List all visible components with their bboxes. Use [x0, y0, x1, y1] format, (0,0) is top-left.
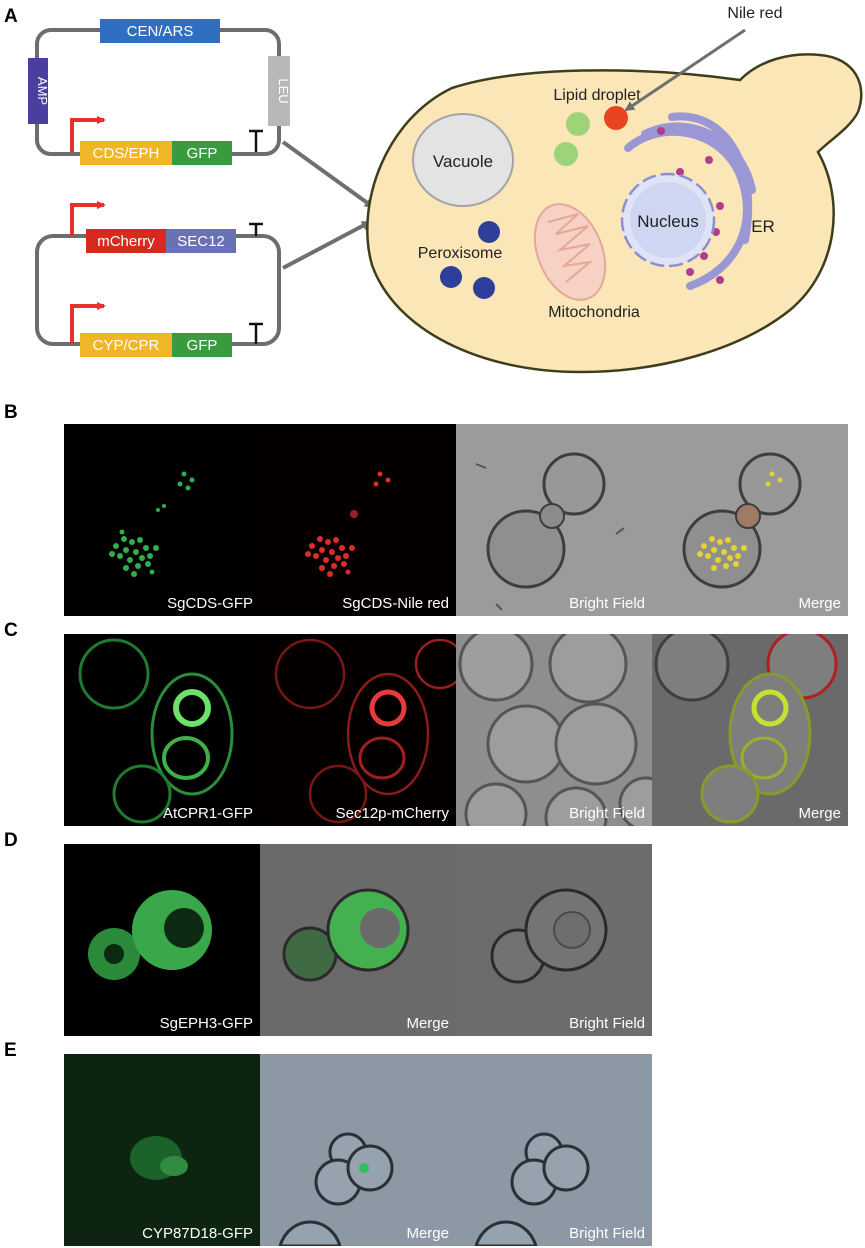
sec12-label: SEC12 [177, 233, 225, 250]
vacuole-label: Vacuole [433, 152, 493, 171]
cen-ars-label: CEN/ARS [127, 23, 194, 40]
arrow-plasmid2-to-cell [282, 220, 372, 270]
micrograph-d-merge: Merge [260, 844, 456, 1036]
cds-eph-box [80, 141, 172, 165]
nucleus-label: Nucleus [637, 212, 698, 231]
mitochondrion [533, 203, 607, 301]
peroxisome-2 [440, 266, 462, 288]
panel-letter-c: C [4, 620, 18, 641]
micrograph-label: Bright Field [569, 1225, 645, 1242]
lipid-droplet-label: Lipid droplet [553, 87, 641, 104]
er-label: ER [751, 217, 775, 236]
micrograph-b-nile-red: SgCDS-Nile red [260, 424, 456, 616]
micrograph-e-gfp: CYP87D18-GFP [64, 1054, 260, 1246]
micrograph-label: Bright Field [569, 1015, 645, 1032]
micrograph-label: CYP87D18-GFP [142, 1225, 253, 1242]
peroxisome-1 [478, 221, 500, 243]
panel-letter-b: B [4, 402, 18, 423]
micrograph-label: Bright Field [569, 805, 645, 822]
mcherry-label: mCherry [97, 233, 155, 250]
micrograph-label: Sec12p-mCherry [335, 805, 449, 822]
panel-letter-a: A [4, 6, 18, 27]
nile-red-droplet [604, 106, 628, 130]
terminator-1 [249, 129, 263, 152]
micrograph-c-mcherry: Sec12p-mCherry [260, 634, 456, 826]
promoter-arrow-3 [70, 302, 106, 344]
ribosome [700, 252, 708, 260]
micrograph-label: SgEPH3-GFP [159, 1015, 253, 1032]
gfp-label-2: GFP [187, 337, 218, 354]
promoter-arrow-2 [70, 201, 106, 236]
cyp-cpr-box [80, 333, 172, 357]
leu-box [268, 56, 290, 126]
plasmid-1: CEN/ARS AMP LEU CDS/EPH GFP [28, 19, 291, 165]
micrograph-label: Merge [798, 595, 841, 612]
arrow-plasmid1-to-cell [281, 140, 375, 209]
micrograph-label: AtCPR1-GFP [162, 805, 253, 822]
micrograph-b-merge: Merge [652, 424, 848, 616]
ribosome [686, 268, 694, 276]
lipid-droplet-2 [554, 142, 578, 166]
micrograph-b-bright-field: Bright Field [456, 424, 652, 616]
micrograph-e-merge: Merge [260, 1054, 456, 1246]
ribosome [676, 168, 684, 176]
cds-eph-label: CDS/EPH [93, 145, 160, 162]
mcherry-box [86, 229, 166, 253]
terminator-2 [249, 222, 263, 236]
amp-box [28, 58, 48, 124]
promoter-arrow-1 [70, 116, 106, 152]
micrograph-d-gfp: SgEPH3-GFP [64, 844, 260, 1036]
vacuole [412, 113, 514, 207]
plasmid-2: mCherry SEC12 CYP/CPR GFP [35, 201, 281, 357]
mitochondria-label: Mitochondria [548, 304, 640, 321]
micrograph-label: Merge [406, 1015, 449, 1032]
sec12-box [166, 229, 236, 253]
micrograph-c-gfp: AtCPR1-GFP [64, 634, 260, 826]
ribosome [716, 202, 724, 210]
panel-letter-d: D [4, 830, 18, 851]
leu-label: LEU [276, 78, 291, 103]
micrograph-label: SgCDS-Nile red [342, 595, 449, 612]
nile-red-label: Nile red [727, 5, 782, 22]
yeast-cell: Vacuole Lipid droplet Nile red ER Nucleu… [366, 5, 863, 374]
panel-letter-e: E [4, 1040, 17, 1061]
ribosome [716, 276, 724, 284]
cen-ars-box [100, 19, 220, 43]
micrograph-label: Bright Field [569, 595, 645, 612]
schematic-diagram: CEN/ARS AMP LEU CDS/EPH GFP mCherry SEC1… [28, 5, 863, 374]
ribosome [705, 156, 713, 164]
micrograph-label: SgCDS-GFP [167, 595, 253, 612]
micrograph-c-merge: Merge [652, 634, 848, 826]
cyp-cpr-label: CYP/CPR [93, 337, 160, 354]
micrograph-d-bright-field: Bright Field [456, 844, 652, 1036]
gfp-box-1 [172, 141, 232, 165]
micrograph-e-bright-field: Bright Field [456, 1054, 652, 1246]
peroxisome-label: Peroxisome [418, 245, 503, 262]
ribosome [657, 127, 665, 135]
terminator-3 [249, 322, 263, 344]
gfp-box-2 [172, 333, 232, 357]
amp-label: AMP [35, 77, 50, 105]
micrograph-label: Merge [798, 805, 841, 822]
nile-red-arrow [624, 28, 746, 112]
lipid-droplet-1 [566, 112, 590, 136]
micrograph-c-bright-field: Bright Field [456, 634, 652, 826]
micrograph-label: Merge [406, 1225, 449, 1242]
peroxisome-3 [473, 277, 495, 299]
gfp-label-1: GFP [187, 145, 218, 162]
micrograph-b-gfp: SgCDS-GFP [64, 424, 260, 616]
